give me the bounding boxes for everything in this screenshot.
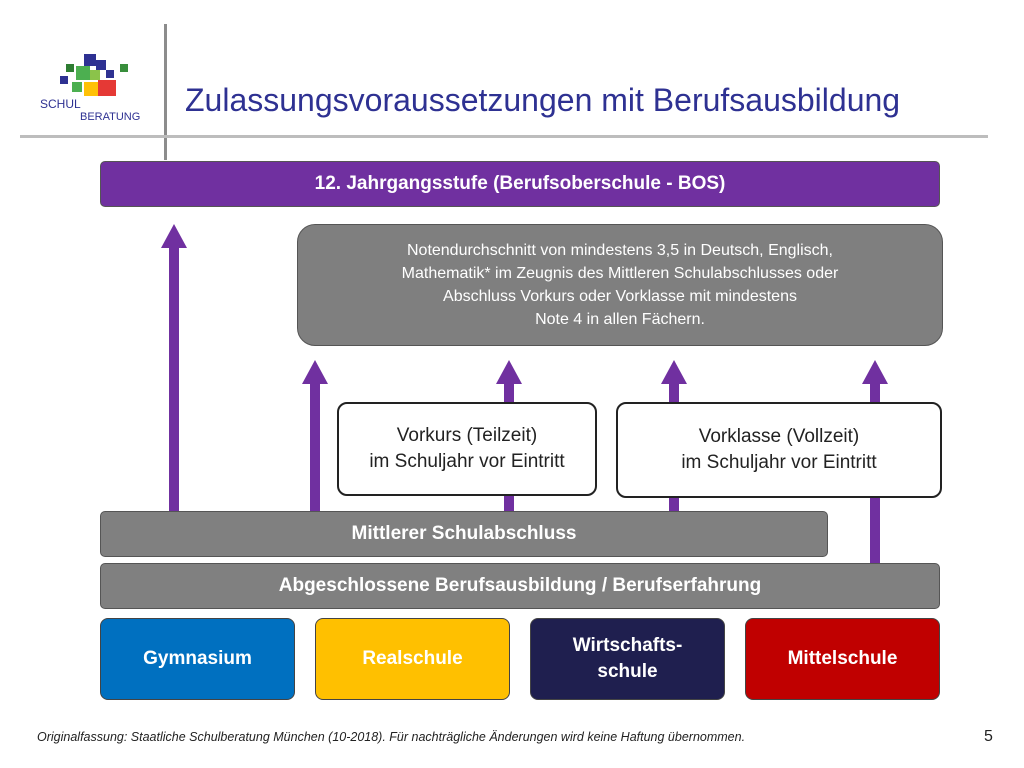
berufsausbildung-bar: Abgeschlossene Berufsausbildung / Berufs…: [100, 563, 940, 609]
school-label: Gymnasium: [143, 648, 252, 669]
vorkurs-line1: Vorkurs (Teilzeit): [396, 425, 538, 446]
school-label: schule: [597, 661, 658, 682]
footer-note: Originalfassung: Staatliche Schulberatun…: [37, 730, 746, 744]
arrow-vorklasse: [661, 360, 687, 512]
school-mittelschule: Mittelschule: [745, 618, 940, 700]
bos-12-bar: 12. Jahrgangsstufe (Berufsoberschule - B…: [100, 161, 940, 207]
arrow-gymnasium: [161, 224, 187, 512]
school-gymnasium: Gymnasium: [100, 618, 295, 700]
vorkurs-line2: im Schuljahr vor Eintritt: [369, 451, 565, 472]
school-wirtschaftsschule: Wirtschafts- schule: [530, 618, 725, 700]
schulberatung-logo: SCHUL BERATUNG: [40, 54, 140, 123]
vorklasse-line2: im Schuljahr vor Eintritt: [681, 452, 877, 473]
puzzle-icon: [60, 54, 128, 96]
requirement-line: Mathematik* im Zeugnis des Mittleren Sch…: [401, 265, 839, 282]
header-horizontal-divider: [20, 135, 988, 138]
requirement-line: Note 4 in allen Fächern.: [535, 311, 705, 328]
page-title: Zulassungsvoraussetzungen mit Berufsausb…: [185, 82, 901, 118]
arrow-realschule: [302, 360, 328, 512]
logo-text-schul: SCHUL: [40, 97, 81, 111]
school-label: Mittelschule: [787, 648, 898, 669]
requirement-box: Notendurchschnitt von mindestens 3,5 in …: [297, 224, 943, 346]
mittlerer-schulabschluss-bar: Mittlerer Schulabschluss: [100, 511, 828, 557]
vorklasse-line1: Vorklasse (Vollzeit): [698, 426, 860, 447]
header-vertical-divider: [164, 24, 167, 160]
logo-text-beratung: BERATUNG: [80, 111, 140, 123]
school-label: Realschule: [362, 648, 463, 669]
school-realschule: Realschule: [315, 618, 510, 700]
requirement-line: Abschluss Vorkurs oder Vorklasse mit min…: [443, 288, 797, 305]
requirement-line: Notendurchschnitt von mindestens 3,5 in …: [406, 242, 833, 259]
vorklasse-box: Vorklasse (Vollzeit) im Schuljahr vor Ei…: [616, 402, 942, 498]
vorkurs-box: Vorkurs (Teilzeit) im Schuljahr vor Eint…: [337, 402, 597, 496]
arrow-vorkurs: [496, 360, 522, 512]
page-number: 5: [984, 728, 993, 745]
school-label: Wirtschafts-: [572, 635, 683, 656]
